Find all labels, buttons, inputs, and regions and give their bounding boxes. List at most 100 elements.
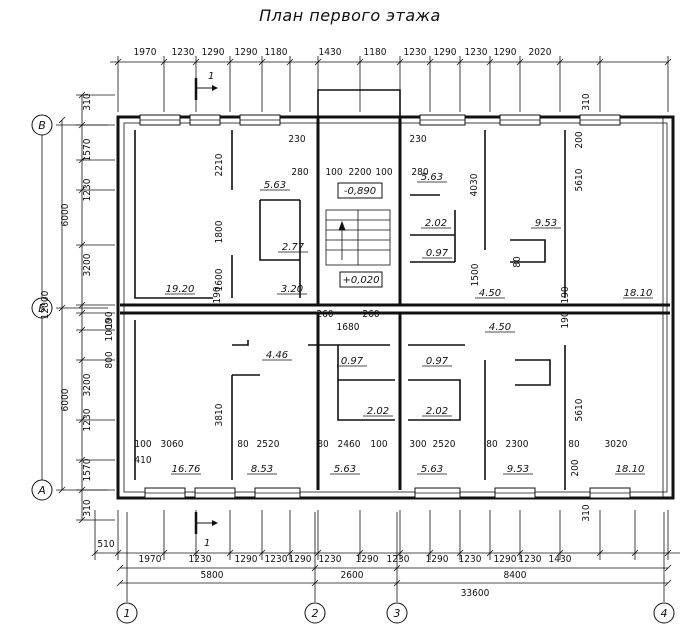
level-entrance: +0,020 — [342, 275, 379, 286]
tick — [664, 564, 672, 572]
axis-label-row: Б — [38, 302, 46, 315]
inner-dim-label: 80 — [486, 439, 498, 450]
bottom-dim-8400: 8400 — [504, 570, 527, 581]
bottom-dim-2600: 2600 — [341, 570, 364, 581]
inner-dim-label: 310 — [581, 93, 592, 110]
inner-dim-label: 190 — [560, 286, 571, 303]
left-dim-label: 3200 — [82, 253, 93, 276]
bottom-dim-label: 1230 — [319, 554, 342, 565]
inner-dim-label: 200 — [574, 131, 585, 148]
inner-dim-label: 4030 — [469, 173, 480, 196]
partitions — [134, 130, 566, 490]
bottom-dim-label: 1970 — [139, 554, 162, 565]
tick — [664, 579, 672, 587]
room-area: 8.53 — [251, 464, 273, 475]
inner-dim-label: 1680 — [337, 322, 360, 333]
axis-bubble-col — [386, 602, 408, 624]
inner-dim-label: 5610 — [574, 168, 585, 191]
tick — [393, 579, 401, 587]
room-area: 18.10 — [616, 464, 645, 475]
bottom-dim-total: 33600 — [461, 588, 490, 599]
bottom-dim-label: 1430 — [549, 554, 572, 565]
room-area: 5.63 — [334, 464, 356, 475]
dimension-lines — [41, 61, 680, 602]
inner-dim-label: 1600 — [214, 268, 225, 291]
inner-dim-label: 200 — [570, 459, 581, 476]
left-dim-label: 310 — [82, 93, 93, 110]
bottom-dim-label: 1290 — [494, 554, 517, 565]
top-dim-label: 1970 — [134, 47, 157, 58]
axis-markers — [31, 114, 675, 624]
inner-dim-label: 2460 — [338, 439, 361, 450]
left-dim-6000-upper: 6000 — [60, 203, 71, 226]
axis-label-col: 2 — [312, 607, 319, 620]
room-area: 5.63 — [421, 464, 443, 475]
axis-bubble-col — [304, 602, 326, 624]
tick — [393, 564, 401, 572]
inner-dim-label: 300 — [409, 439, 426, 450]
axis-bubble-col — [653, 602, 675, 624]
windows — [139, 114, 631, 499]
tick — [311, 564, 319, 572]
axis-label-col: 1 — [124, 607, 131, 620]
bottom-dimension-ticks — [91, 510, 672, 587]
inner-dim-label: 3060 — [161, 439, 184, 450]
room-area: 9.53 — [535, 218, 557, 229]
left-dim-label: 1230 — [82, 178, 93, 201]
room-area: 18.10 — [624, 288, 653, 299]
inner-dim-label: 100 — [370, 439, 387, 450]
top-dim-label: 1290 — [434, 47, 457, 58]
axis-bubble-row — [31, 479, 53, 501]
inner-dim-label: 3810 — [214, 403, 225, 426]
section-mark-bottom: 1 — [194, 512, 218, 549]
left-dim-label: 3200 — [82, 373, 93, 396]
inner-dim-label: 190 — [212, 286, 223, 303]
inner-dim-label: 2520 — [257, 439, 280, 450]
inner-dim-label: 260 — [316, 309, 333, 320]
inner-dim-label: 310 — [581, 504, 592, 521]
top-dim-label: 1430 — [319, 47, 342, 58]
top-dim-label: 1290 — [202, 47, 225, 58]
inner-dim-label: 260 — [362, 309, 379, 320]
tick — [58, 486, 66, 494]
bottom-dim-label: 1290 — [289, 554, 312, 565]
tick — [311, 579, 319, 587]
tick — [58, 116, 66, 124]
stair-flights — [325, 209, 391, 266]
room-area: 5.63 — [264, 180, 286, 191]
inner-dim-label: 410 — [134, 455, 151, 466]
inner-dim-label: 5610 — [574, 398, 585, 421]
room-area: 3.20 — [281, 284, 303, 295]
inner-dim-label: 1800 — [214, 220, 225, 243]
inner-dim-label: 230 — [409, 134, 426, 145]
room-area: 9.53 — [507, 464, 529, 475]
left-dim-label: 1570 — [82, 458, 93, 481]
bottom-dim-label: 1230 — [387, 554, 410, 565]
axis-bubble-col — [116, 602, 138, 624]
axis-bubble-row — [31, 114, 53, 136]
room-area: 5.63 — [421, 172, 443, 183]
top-dim-label: 1290 — [494, 47, 517, 58]
room-area: 4.46 — [266, 350, 288, 361]
room-area: 4.50 — [479, 288, 501, 299]
tick — [116, 564, 124, 572]
inner-dim-label: 100 — [134, 439, 151, 450]
left-dim-label: 1230 — [82, 408, 93, 431]
inner-dim-label: 3020 — [605, 439, 628, 450]
inner-dim-label: 80 — [317, 439, 329, 450]
axis-label-col: 3 — [394, 607, 401, 620]
room-area: 2.02 — [367, 406, 389, 417]
bottom-dim-label: 1290 — [235, 554, 258, 565]
tick — [58, 304, 66, 312]
room-area: 2.77 — [282, 242, 305, 253]
room-area: 2.02 — [425, 218, 447, 229]
inner-dim-label: 80 — [512, 256, 523, 268]
section-label-top: 1 — [208, 71, 214, 82]
inner-dim-label: 100 — [325, 167, 342, 178]
level-upper: -0,890 — [344, 186, 376, 197]
inner-dim-label: 280 — [411, 167, 428, 178]
top-dim-label: 1180 — [265, 47, 288, 58]
axis-label-row: А — [37, 484, 46, 497]
section-label-bottom: 1 — [204, 538, 210, 549]
